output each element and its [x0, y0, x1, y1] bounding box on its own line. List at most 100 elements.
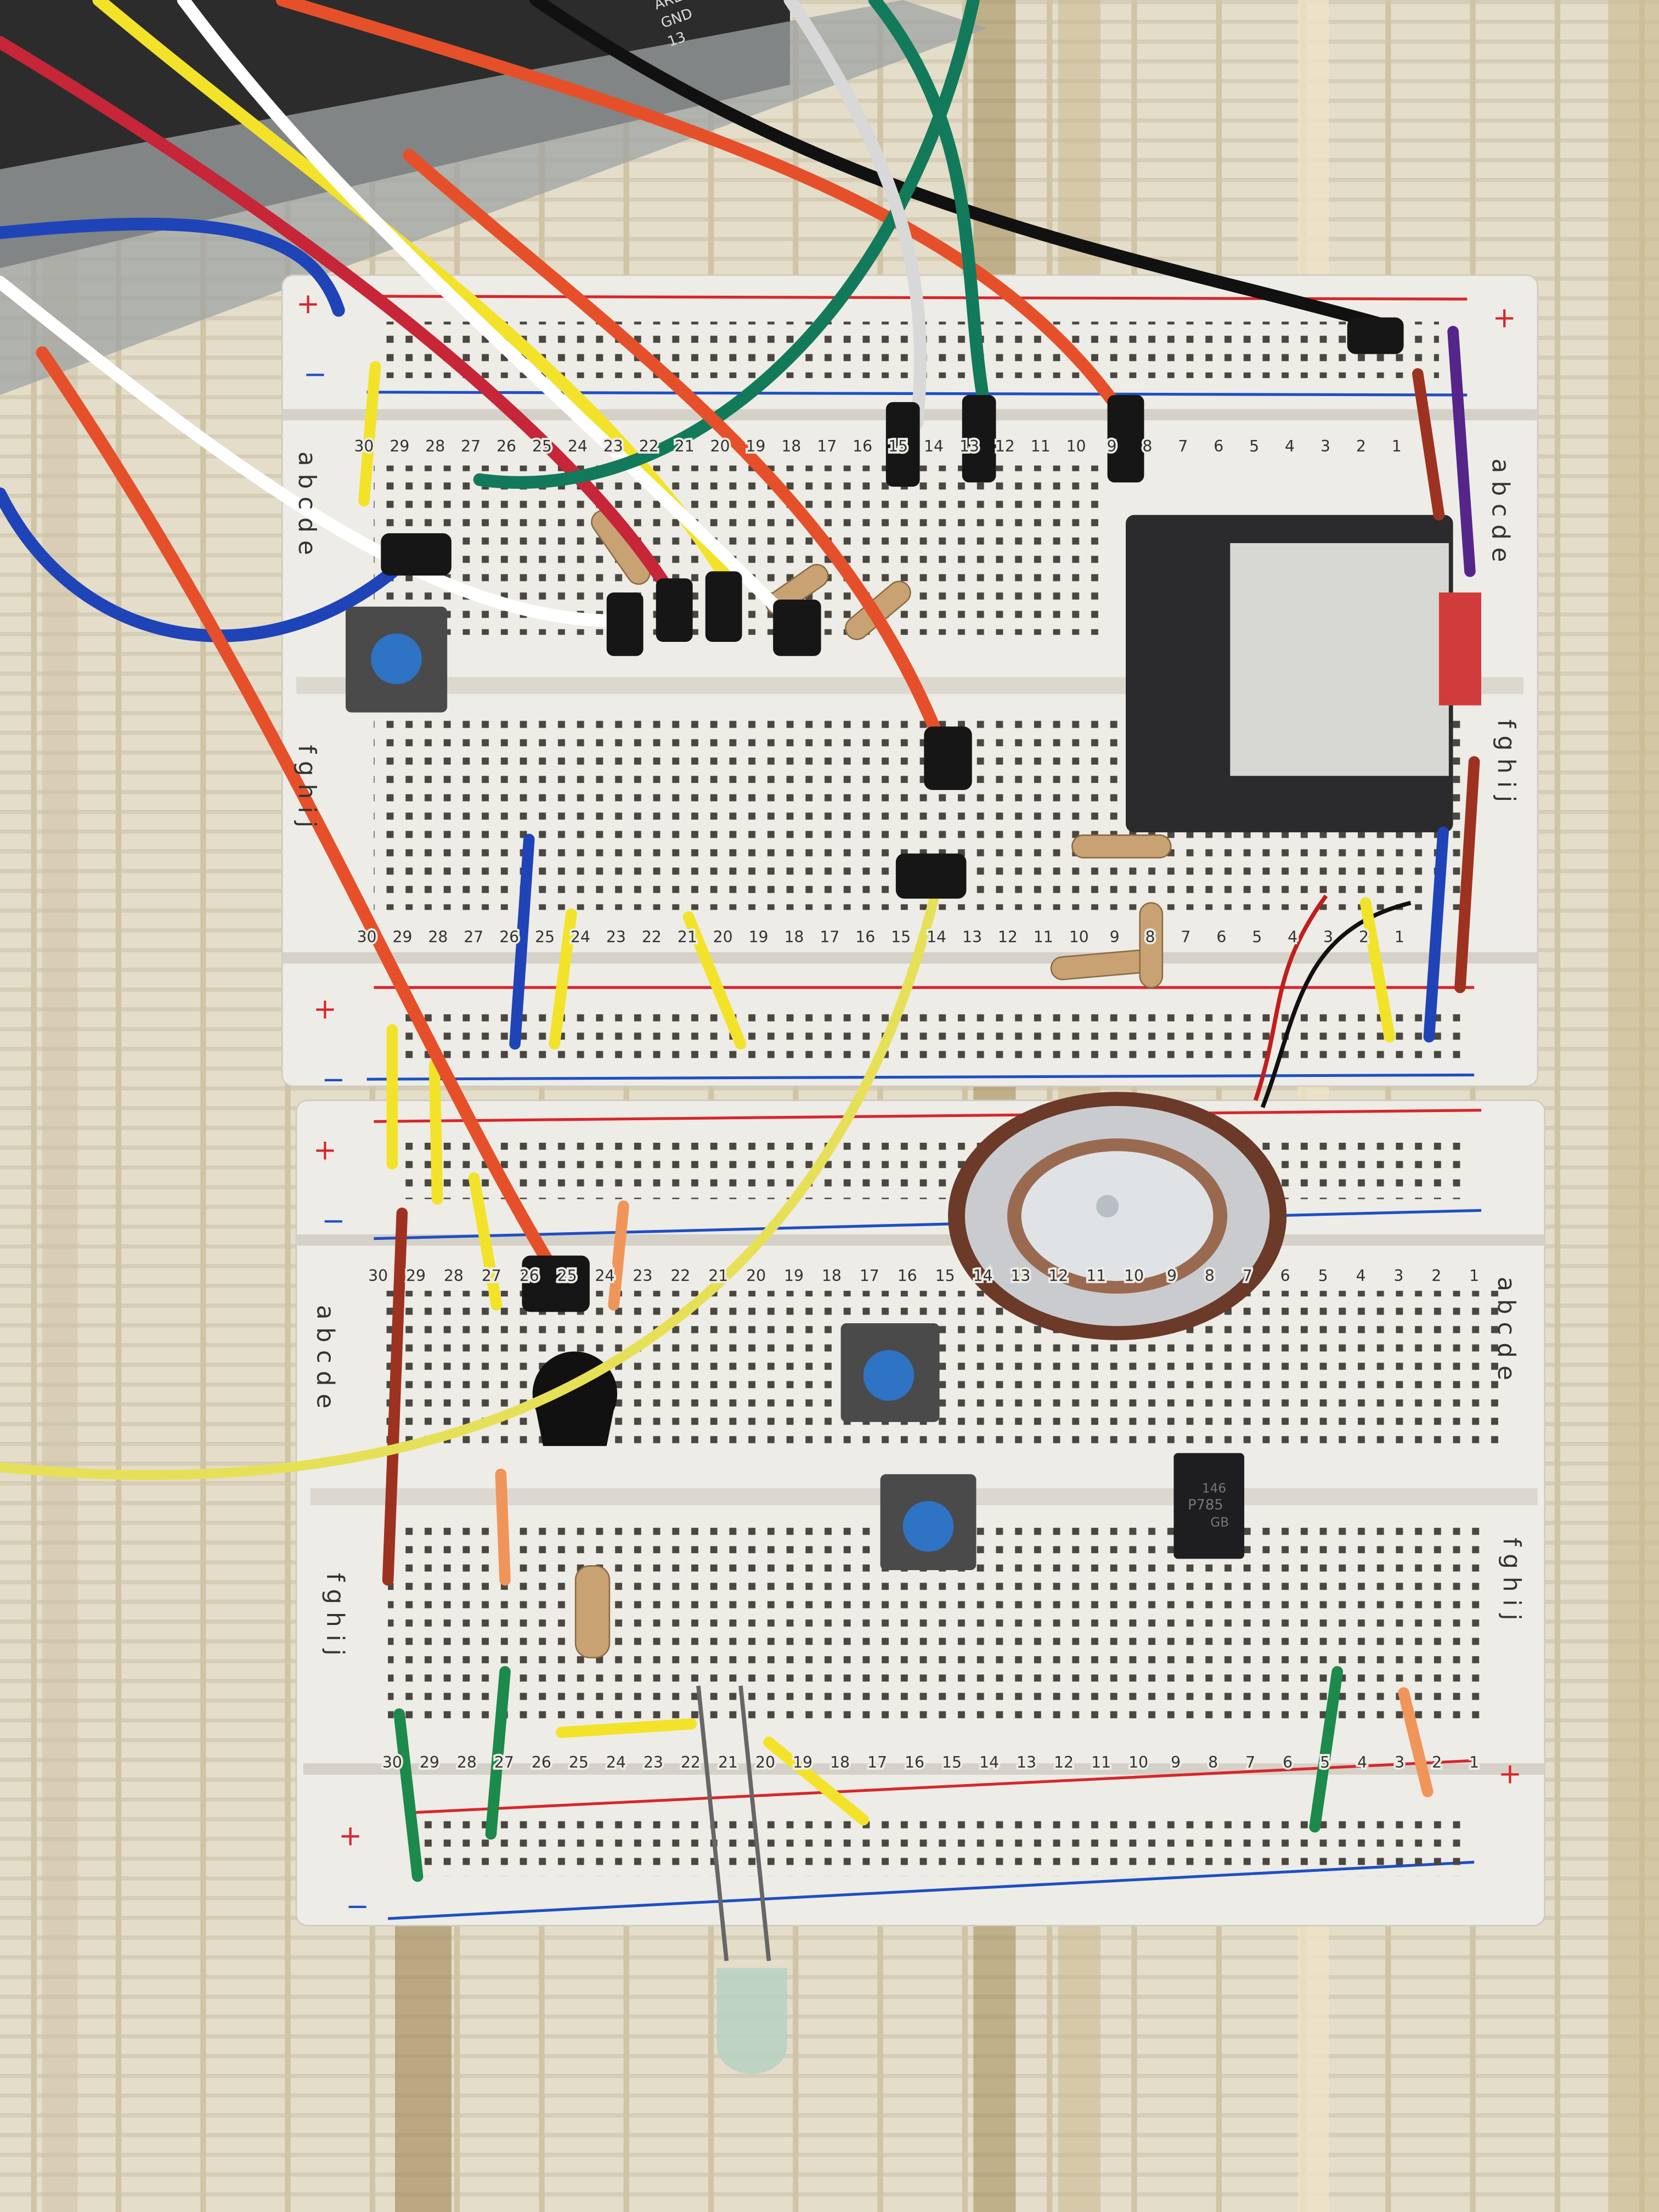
dupont-wires — [0, 0, 1389, 1480]
push-button-bottom[interactable] — [880, 1474, 977, 1570]
column-number: 10 — [1128, 1753, 1148, 1771]
column-number: 9 — [1107, 437, 1116, 455]
column-number: 30 — [357, 928, 377, 946]
row-letters-bottom-right: f g h i j — [1492, 719, 1520, 802]
push-button-top[interactable] — [346, 606, 448, 713]
column-number: 17 — [817, 437, 837, 455]
mp3-module — [1126, 515, 1481, 833]
row-letters-b2-top-left: a b c d e — [312, 1305, 340, 1409]
column-number: 28 — [425, 437, 445, 455]
column-number: 21 — [675, 437, 695, 455]
column-number: 25 — [535, 928, 555, 946]
column-number: 24 — [568, 437, 588, 455]
column-number: 29 — [420, 1753, 439, 1771]
column-number: 9 — [1167, 1267, 1177, 1285]
column-number: 30 — [382, 1753, 402, 1771]
rail-minus-mid2: − — [321, 1204, 345, 1237]
column-number: 27 — [494, 1753, 514, 1771]
rail-minus-top: − — [303, 358, 327, 391]
column-number: 20 — [746, 1267, 766, 1285]
column-number: 8 — [1146, 928, 1155, 946]
column-number: 22 — [639, 437, 659, 455]
column-number: 18 — [784, 928, 804, 946]
push-button-middle[interactable] — [840, 1323, 940, 1422]
rail-plus-bottom: + — [338, 1819, 362, 1852]
column-number: 3 — [1321, 437, 1330, 455]
column-number: 14 — [979, 1753, 999, 1771]
column-number: 20 — [713, 928, 733, 946]
column-number: 4 — [1356, 1267, 1365, 1285]
column-number: 1 — [1392, 437, 1402, 455]
column-number: 5 — [1320, 1753, 1330, 1771]
column-number: 28 — [457, 1753, 477, 1771]
column-number: 8 — [1205, 1267, 1215, 1285]
chip-marking-1: 146 — [1202, 1482, 1226, 1496]
column-number: 2 — [1359, 928, 1369, 946]
column-number: 25 — [557, 1267, 577, 1285]
column-number: 8 — [1208, 1753, 1218, 1771]
column-number: 13 — [962, 928, 982, 946]
column-number: 16 — [855, 928, 875, 946]
chip-marking-3: GB — [1210, 1515, 1229, 1530]
column-number: 16 — [853, 437, 872, 455]
column-number: 27 — [464, 928, 483, 946]
column-number: 17 — [820, 928, 839, 946]
column-number: 19 — [746, 437, 765, 455]
column-number: 7 — [1181, 928, 1190, 946]
column-number: 11 — [1034, 928, 1053, 946]
column-number: 2 — [1431, 1267, 1441, 1285]
rail-plus-right: + — [1493, 302, 1516, 335]
column-number: 10 — [1124, 1267, 1144, 1285]
column-number: 15 — [891, 928, 911, 946]
rail-plus-mid: + — [313, 993, 337, 1026]
column-number: 13 — [960, 437, 979, 455]
column-number: 17 — [860, 1267, 879, 1285]
speaker — [948, 894, 1412, 1340]
column-number: 13 — [1011, 1267, 1030, 1285]
column-number: 8 — [1142, 437, 1152, 455]
column-number: 18 — [781, 437, 801, 455]
column-number: 1 — [1469, 1753, 1479, 1771]
column-number: 16 — [905, 1753, 924, 1771]
column-number: 6 — [1214, 437, 1223, 455]
column-number: 23 — [603, 437, 623, 455]
column-number: 26 — [496, 437, 516, 455]
column-number: 10 — [1069, 928, 1089, 946]
arduino-board — [0, 0, 988, 395]
column-number: 23 — [644, 1753, 663, 1771]
column-number: 30 — [368, 1267, 388, 1285]
column-number: 4 — [1288, 928, 1297, 946]
jumper-wires — [358, 326, 1480, 1882]
column-number: 20 — [710, 437, 730, 455]
row-letters-bottom-left: f g h i j — [293, 745, 321, 828]
column-number: 6 — [1280, 1267, 1290, 1285]
column-number: 3 — [1323, 928, 1333, 946]
optocoupler-chip: 146 P785 GB — [1173, 1453, 1244, 1559]
column-number: 5 — [1252, 928, 1262, 946]
column-number: 10 — [1066, 437, 1086, 455]
column-number: 14 — [973, 1267, 993, 1285]
column-number: 21 — [718, 1753, 738, 1771]
rail-plus-mid2: + — [313, 1134, 337, 1167]
row-letters-b2-bottom-right: f g h i j — [1498, 1538, 1526, 1621]
row-letters-top-left: a b c d e — [293, 452, 321, 555]
column-number: 29 — [406, 1267, 426, 1285]
column-number: 9 — [1171, 1753, 1181, 1771]
column-number: 4 — [1357, 1753, 1367, 1771]
column-number: 18 — [822, 1267, 842, 1285]
column-number: 15 — [942, 1753, 962, 1771]
column-number: 22 — [670, 1267, 690, 1285]
column-number: 28 — [428, 928, 448, 946]
column-number: 26 — [520, 1267, 539, 1285]
column-number: 23 — [606, 928, 626, 946]
column-number: 25 — [569, 1753, 589, 1771]
column-number: 21 — [678, 928, 697, 946]
column-number: 5 — [1249, 437, 1259, 455]
column-number: 9 — [1110, 928, 1120, 946]
column-number: 6 — [1283, 1753, 1293, 1771]
column-number: 3 — [1395, 1753, 1404, 1771]
column-number: 12 — [995, 437, 1015, 455]
column-number: 7 — [1178, 437, 1188, 455]
